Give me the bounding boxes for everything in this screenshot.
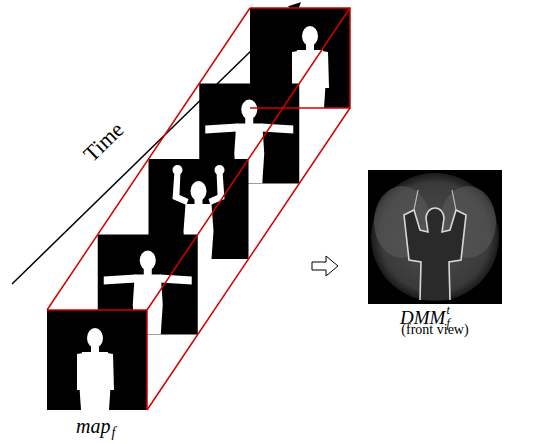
caption-label: (front view): [401, 323, 468, 337]
math-label: map: [76, 416, 110, 436]
volume-edges: [47, 8, 350, 410]
math-superscript: t: [446, 304, 449, 316]
math-subscript: f: [111, 426, 115, 440]
hollow-arrow: [312, 256, 338, 276]
depth-frame: [47, 310, 147, 410]
dmm-image: [368, 170, 502, 304]
axis-label: Time: [80, 118, 128, 166]
